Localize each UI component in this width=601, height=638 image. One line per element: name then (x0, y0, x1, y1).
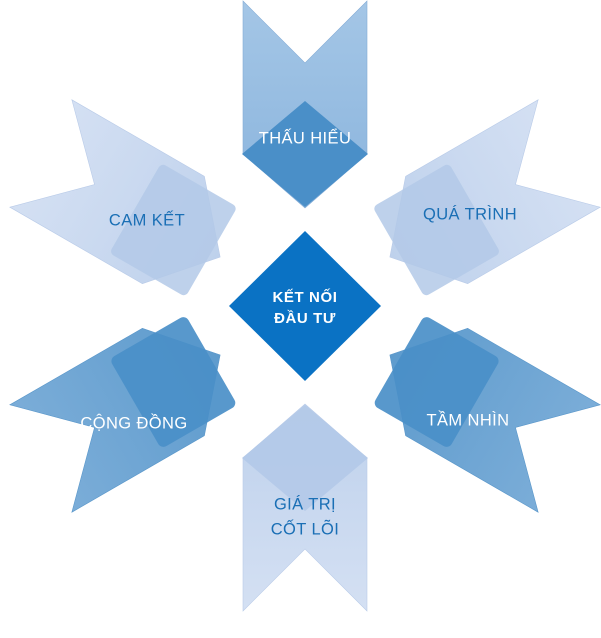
spoke-badge-qua-trinh (374, 164, 499, 296)
center-node[interactable]: KẾT NỐI ĐẦU TƯ (229, 231, 381, 381)
spoke-cong-dong[interactable] (9, 301, 251, 513)
spoke-gia-tri-cot-loi[interactable] (242, 403, 368, 612)
spoke-badge-cam-ket (111, 164, 236, 296)
spoke-qua-trinh[interactable] (359, 99, 601, 311)
spoke-badge-thau-hieu (242, 101, 368, 207)
spoke-thau-hieu[interactable] (242, 0, 368, 209)
spoke-badge-gia-tri-cot-loi (242, 405, 368, 511)
center-diamond (229, 231, 381, 381)
spoke-cam-ket[interactable] (9, 99, 251, 311)
spoke-badge-cong-dong (111, 317, 236, 447)
spoke-badge-tam-nhin (374, 317, 499, 447)
spoke-tam-nhin[interactable] (359, 301, 601, 513)
